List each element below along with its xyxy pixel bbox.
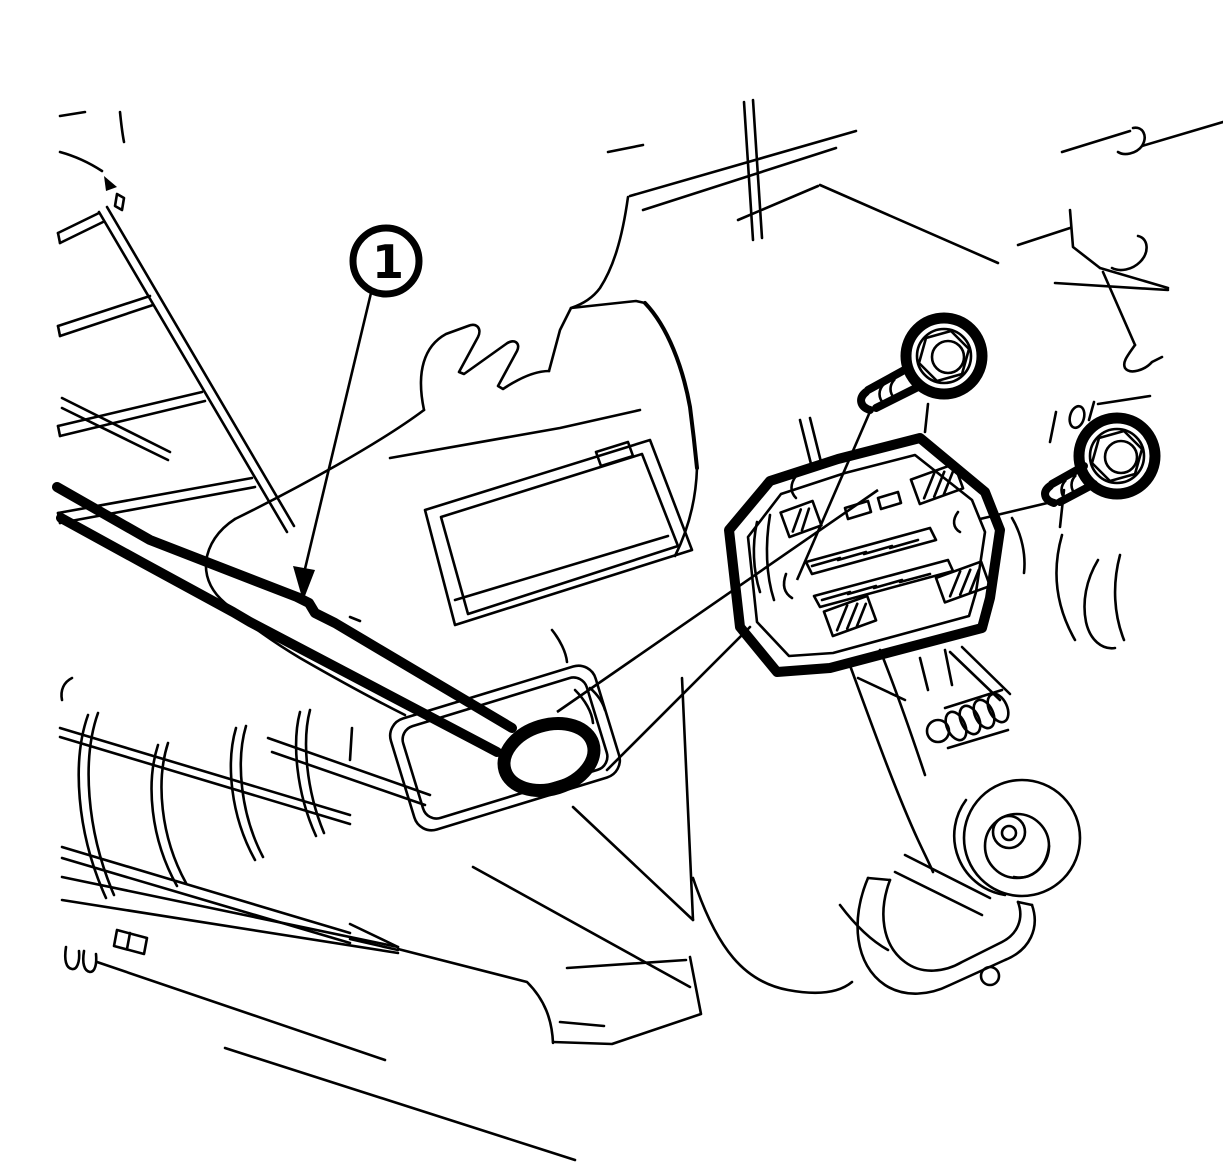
leader-lines bbox=[556, 406, 1061, 714]
wiring-harness bbox=[52, 482, 601, 797]
callout-arrowhead-icon bbox=[293, 566, 315, 601]
bolt-1-leader bbox=[795, 406, 874, 581]
bolt-2 bbox=[1041, 412, 1161, 507]
bolt-1 bbox=[857, 312, 988, 414]
grommet bbox=[497, 717, 601, 797]
bolt-2-leader bbox=[979, 498, 1061, 521]
callout-1: 1 bbox=[293, 224, 423, 601]
wiring-harness-lower bbox=[56, 513, 502, 757]
callout-circle bbox=[349, 224, 423, 298]
electrical-connector bbox=[724, 433, 1005, 677]
body-panel-lines bbox=[923, 120, 1223, 650]
evaporator-fins bbox=[56, 110, 296, 534]
blower-duct bbox=[58, 676, 577, 1162]
callout-leader bbox=[302, 292, 373, 574]
wiring-harness-upper bbox=[52, 482, 517, 733]
hvac-case bbox=[204, 98, 1012, 1046]
connector-leader bbox=[556, 488, 879, 714]
actuator-cam bbox=[838, 688, 1082, 995]
callout-number: 1 bbox=[372, 235, 404, 289]
